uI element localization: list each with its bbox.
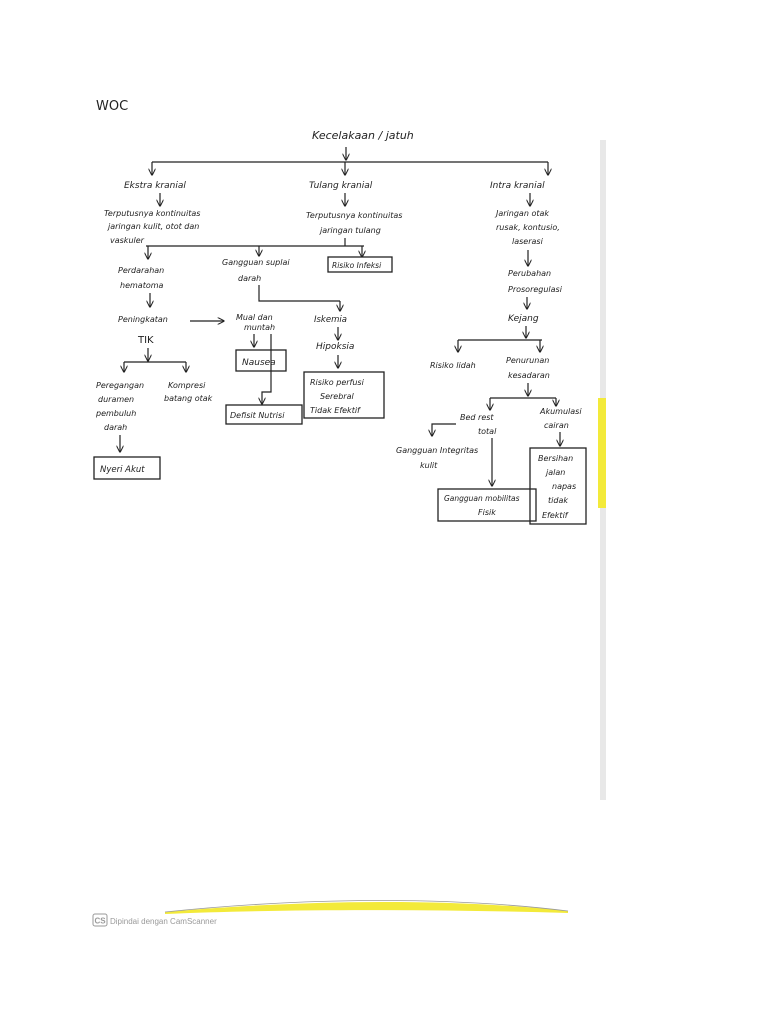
box-nausea — [235, 349, 287, 372]
box-risiko-perfusi — [303, 371, 385, 419]
node-mual-2: muntah — [244, 323, 275, 332]
node-gangguan-suplai-2: darah — [238, 274, 261, 283]
node-bersihan-2: jalan — [545, 468, 565, 477]
box-bersihan-jalan-napas — [529, 447, 587, 525]
node-tik: TIK — [137, 335, 154, 346]
node-iskemia: Iskemia — [314, 315, 347, 325]
node-peregangan-4: darah — [104, 423, 127, 432]
node-intra-sub-1: Jaringan otak — [494, 209, 549, 218]
yellow-strip-right — [598, 398, 606, 508]
node-ekstra-sub-1: Terputusnya kontinuitas — [104, 209, 200, 218]
node-bedrest-2: total — [478, 427, 497, 436]
node-gangguan-integritas-2: kulit — [420, 461, 438, 470]
node-tulang-sub-2: jaringan tulang — [319, 226, 381, 235]
box-defisit-nutrisi — [225, 404, 303, 425]
page-title: WOC — [96, 99, 128, 114]
node-ekstra-kranial: Ekstra kranial — [124, 181, 186, 191]
node-risiko-lidah: Risiko lidah — [430, 361, 476, 370]
node-kompresi-2: batang otak — [164, 394, 213, 403]
node-gangguan-mobilitas-1: Gangguan mobilitas — [444, 494, 520, 503]
box-gangguan-mobilitas — [437, 488, 537, 522]
box-nyeri-akut — [93, 456, 161, 480]
node-penurunan-1: Penurunan — [506, 356, 549, 365]
camscanner-badge — [92, 913, 108, 927]
node-intra-sub-2: rusak, kontusio, — [496, 223, 560, 232]
node-gangguan-integritas-1: Gangguan Integritas — [396, 446, 478, 455]
box-risiko-infeksi — [327, 256, 393, 273]
node-bersihan-5: Efektif — [542, 511, 569, 520]
node-nyeri-akut: Nyeri Akut — [100, 465, 145, 475]
node-peregangan-2: duramen — [98, 395, 134, 404]
yellow-strip-bottom — [165, 901, 568, 914]
node-perdarahan-1: Perdarahan — [118, 266, 164, 275]
node-perdarahan-2: hematoma — [120, 281, 164, 290]
node-bersihan-1: Bersihan — [538, 454, 573, 463]
node-bersihan-4: tidak — [548, 496, 568, 505]
node-ekstra-sub-2: jaringan kulit, otot dan — [107, 222, 199, 231]
node-tulang-kranial: Tulang kranial — [309, 181, 373, 191]
line-gangguan-to-iskemia — [258, 285, 340, 302]
node-risiko-infeksi: Risiko Infeksi — [332, 261, 382, 270]
yellow-strip-bottom-edge — [164, 900, 569, 913]
node-intra-kranial: Intra kranial — [490, 181, 545, 191]
node-mual-1: Mual dan — [236, 313, 273, 322]
node-kompresi-1: Kompresi — [168, 381, 206, 390]
node-penurunan-2: kesadaran — [508, 371, 550, 380]
node-peningkatan: Peningkatan — [118, 315, 168, 324]
node-peregangan-1: Peregangan — [96, 381, 144, 390]
node-nausea: Nausea — [242, 358, 276, 368]
node-bedrest-1: Bed rest — [460, 413, 494, 422]
node-akumulasi-1: Akumulasi — [539, 407, 582, 416]
node-gangguan-mobilitas-2: Fisik — [478, 508, 496, 517]
node-ekstra-sub-3: vaskuler — [110, 236, 145, 245]
node-intra-sub-3: laserasi — [512, 237, 544, 246]
node-risiko-perfusi-1: Risiko perfusi — [310, 378, 365, 387]
node-risiko-perfusi-2: Serebral — [320, 392, 354, 401]
node-root: Kecelakaan / jatuh — [312, 129, 414, 142]
node-bersihan-3: napas — [552, 482, 576, 491]
footer-scanned-with: Dipindai dengan CamScanner — [110, 917, 217, 926]
node-peregangan-3: pembuluh — [95, 409, 136, 418]
line-mual-defisit — [262, 334, 272, 404]
node-gangguan-suplai-1: Gangguan suplai — [222, 258, 290, 267]
node-perubahan-2: Prosoregulasi — [508, 285, 563, 294]
node-akumulasi-2: cairan — [544, 421, 569, 430]
camscanner-badge-text: CS — [95, 917, 107, 926]
node-hipoksia: Hipoksia — [316, 342, 354, 352]
node-defisit-nutrisi: Defisit Nutrisi — [230, 411, 285, 420]
line-bedrest-to-integritas — [432, 423, 456, 436]
node-kejang: Kejang — [508, 314, 539, 324]
node-perubahan-1: Perubahan — [508, 269, 551, 278]
node-tulang-sub-1: Terputusnya kontinuitas — [306, 211, 402, 220]
node-risiko-perfusi-3: Tidak Efektif — [310, 406, 361, 415]
